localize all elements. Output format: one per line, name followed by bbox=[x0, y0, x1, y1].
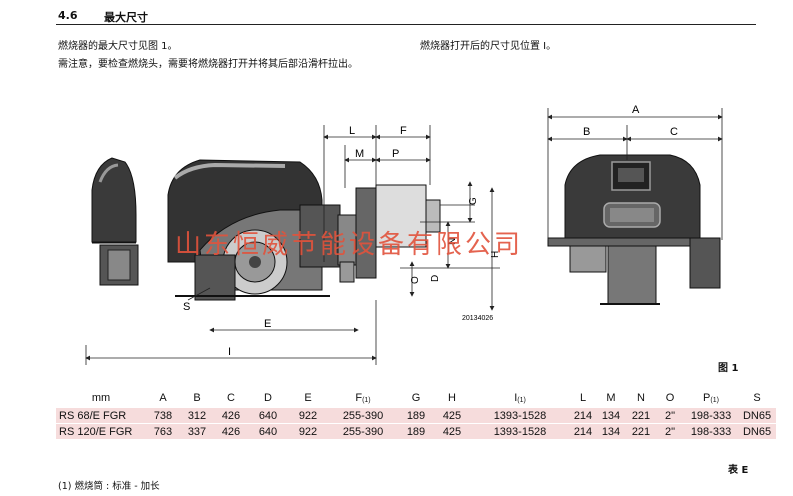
cell: 255-390 bbox=[328, 407, 398, 424]
cell: 198-333 bbox=[684, 423, 738, 439]
header-C: C bbox=[227, 392, 235, 404]
cell: 198-333 bbox=[684, 407, 738, 424]
burner-front-view bbox=[547, 154, 721, 305]
drawing-code: 20134026 bbox=[462, 315, 493, 322]
dim-label-I: I bbox=[228, 346, 231, 358]
header-B: B bbox=[193, 392, 201, 404]
dim-label-O: O bbox=[410, 276, 421, 284]
header-N: N bbox=[637, 392, 645, 404]
dim-label-N: N bbox=[447, 238, 458, 245]
cell: 1393-1528 bbox=[470, 423, 570, 439]
header-M: M bbox=[606, 392, 616, 404]
header-I: I(1) bbox=[514, 392, 526, 404]
dimension-drawing: L F M P G N H O D S E I 20134026 A B C bbox=[85, 104, 723, 365]
dim-label-A: A bbox=[632, 104, 640, 116]
dim-label-F: F bbox=[400, 125, 407, 137]
cell: 922 bbox=[288, 407, 328, 424]
paragraph-inspection-note: 需注意，要检查燃烧头，需要将燃烧器打开并将其后部沿滑杆拉出。 bbox=[58, 59, 358, 70]
cell: 640 bbox=[248, 423, 288, 439]
cell: 426 bbox=[214, 407, 248, 424]
section-title: 最大尺寸 bbox=[104, 11, 148, 24]
cell: 134 bbox=[596, 407, 626, 424]
header-L: L bbox=[579, 392, 587, 404]
dim-label-B: B bbox=[583, 126, 590, 138]
burner-side-view bbox=[167, 159, 441, 301]
cell: 337 bbox=[180, 423, 214, 439]
dimensions-table: mm A B C D E F(1) G H I(1) L M N O P(1) … bbox=[56, 389, 776, 439]
paragraph-max-dimensions: 燃烧器的最大尺寸见图 1。 bbox=[58, 41, 178, 52]
cell: 2" bbox=[656, 423, 684, 439]
header-G: G bbox=[411, 392, 421, 404]
cell: 189 bbox=[398, 423, 434, 439]
cell: 134 bbox=[596, 423, 626, 439]
cell: 221 bbox=[626, 423, 656, 439]
cell: 426 bbox=[214, 423, 248, 439]
cell: 255-390 bbox=[328, 423, 398, 439]
dim-label-H: H bbox=[490, 251, 501, 258]
table-row: RS 120/E FGR 763 337 426 640 922 255-390… bbox=[56, 423, 776, 439]
watermark-text: 山东恒威节能设备有限公司 bbox=[175, 230, 524, 260]
table-header-row: mm A B C D E F(1) G H I(1) L M N O P(1) … bbox=[56, 389, 776, 408]
cell: 922 bbox=[288, 423, 328, 439]
cell: 312 bbox=[180, 407, 214, 424]
dim-label-D: D bbox=[430, 275, 441, 282]
table-caption: 表 E bbox=[728, 465, 749, 476]
header-P: P(1) bbox=[703, 392, 719, 404]
cell: 425 bbox=[434, 423, 470, 439]
dim-label-C: C bbox=[670, 126, 678, 138]
cell: 189 bbox=[398, 407, 434, 424]
cell: DN65 bbox=[738, 407, 776, 424]
cell: 425 bbox=[434, 407, 470, 424]
cell: 738 bbox=[146, 407, 180, 424]
cell: 2" bbox=[656, 407, 684, 424]
dim-label-P: P bbox=[392, 148, 399, 160]
header-E: E bbox=[304, 392, 312, 404]
model-name: RS 120/E FGR bbox=[56, 423, 146, 439]
dim-label-M: M bbox=[355, 148, 364, 160]
dim-label-E: E bbox=[264, 318, 271, 330]
model-name: RS 68/E FGR bbox=[56, 407, 146, 424]
footnote: (1) 燃烧筒 : 标准 - 加长 bbox=[58, 481, 160, 492]
section-number: 4.6 bbox=[58, 9, 78, 22]
header-S: S bbox=[753, 392, 761, 404]
cell: 221 bbox=[626, 407, 656, 424]
section-rule bbox=[56, 24, 756, 25]
dim-label-G: G bbox=[468, 197, 479, 205]
figure-caption: 图 1 bbox=[718, 363, 739, 374]
cell: 640 bbox=[248, 407, 288, 424]
cell: 1393-1528 bbox=[470, 407, 570, 424]
paragraph-open-dimensions: 燃烧器打开后的尺寸见位置 I。 bbox=[420, 41, 557, 52]
cell: 214 bbox=[570, 423, 596, 439]
header-H: H bbox=[448, 392, 456, 404]
table-row: RS 68/E FGR 738 312 426 640 922 255-390 … bbox=[56, 407, 776, 424]
header-A: A bbox=[159, 392, 167, 404]
header-F: F(1) bbox=[355, 392, 371, 404]
header-D: D bbox=[264, 392, 272, 404]
burner-back-view bbox=[91, 157, 139, 286]
front-dimensions bbox=[547, 108, 723, 240]
cell: DN65 bbox=[738, 423, 776, 439]
cell: 214 bbox=[570, 407, 596, 424]
dim-label-S: S bbox=[183, 301, 190, 313]
header-unit: mm bbox=[91, 392, 111, 404]
header-O: O bbox=[665, 392, 675, 404]
cell: 763 bbox=[146, 423, 180, 439]
side-dimensions bbox=[85, 125, 500, 365]
dim-label-L: L bbox=[349, 125, 355, 137]
